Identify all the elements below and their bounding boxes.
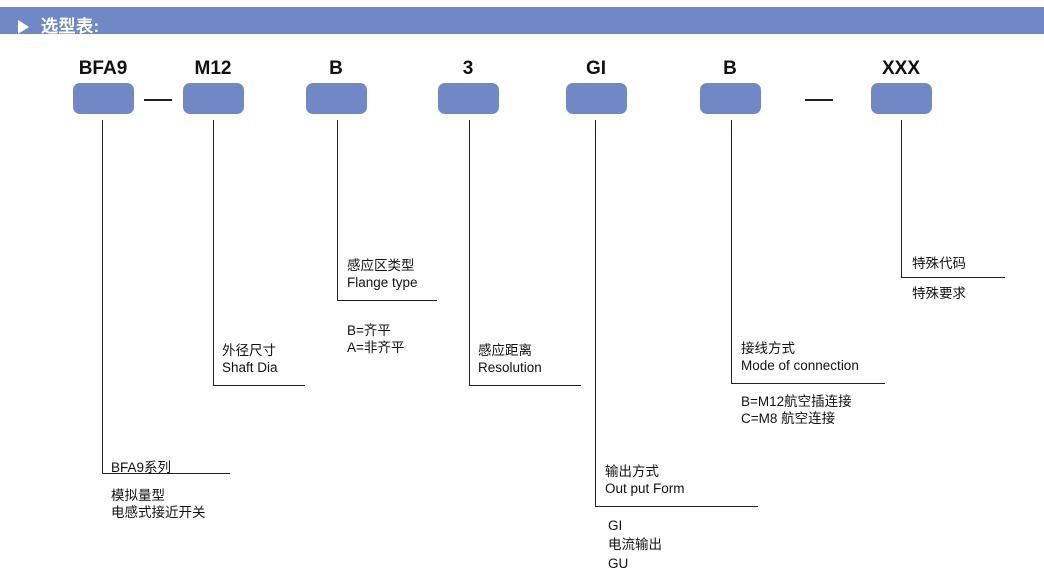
code-label-resolution: 3: [462, 58, 474, 79]
connection-mode-title-en: Mode of connection: [741, 358, 859, 373]
annotation-resolution: 感应距离 Resolution: [478, 342, 542, 376]
output-form-option-row: GI 电流输出: [608, 516, 697, 554]
code-box-connection-mode[interactable]: [700, 83, 761, 114]
code-label-connection-mode: B: [723, 58, 737, 79]
output-form-option-key: GU: [608, 556, 629, 571]
annotation-connection-mode-detail: B=M12航空插连接 C=M8 航空连接: [741, 393, 852, 427]
code-label-shaft-dia: M12: [194, 58, 232, 79]
flange-type-title-en: Flange type: [347, 275, 418, 290]
leader-line-series-horizontal: [102, 473, 230, 474]
connection-mode-title-cn: 接线方式: [741, 341, 795, 356]
section-header-bar: 选型表:: [0, 7, 1044, 36]
output-form-title-en: Out put Form: [605, 481, 685, 496]
annotation-output-form: 输出方式 Out put Form: [605, 463, 685, 497]
leader-line-special-code-vertical: [901, 120, 902, 277]
shaft-dia-title-cn: 外径尺寸: [222, 343, 276, 358]
leader-line-flange-type-horizontal: [337, 300, 437, 301]
annotation-series: BFA9系列: [111, 459, 171, 476]
annotation-flange-type: 感应区类型 Flange type: [347, 257, 418, 291]
flange-type-detail-line1: B=齐平: [347, 323, 391, 338]
leader-line-output-form-vertical: [595, 120, 596, 506]
connection-mode-detail-line2: C=M8 航空连接: [741, 411, 836, 426]
leader-line-series-vertical: [102, 120, 103, 473]
leader-line-resolution-horizontal: [469, 385, 581, 386]
leader-line-output-form-horizontal: [595, 506, 758, 507]
code-label-series: BFA9: [78, 58, 128, 79]
page-title: 选型表:: [41, 17, 100, 36]
flange-type-detail-line2: A=非齐平: [347, 340, 405, 355]
annotation-flange-type-detail: B=齐平 A=非齐平: [347, 322, 404, 356]
series-detail-line1: 模拟量型: [111, 488, 165, 503]
output-form-title-cn: 输出方式: [605, 464, 659, 479]
resolution-title-en: Resolution: [478, 360, 542, 375]
leader-line-connection-mode-vertical: [731, 120, 732, 383]
output-form-option-key: GI: [608, 518, 623, 533]
leader-line-connection-mode-horizontal: [731, 383, 885, 384]
annotation-series-detail: 模拟量型 电感式接近开关: [111, 487, 206, 521]
code-box-special-code[interactable]: [871, 83, 932, 114]
leader-line-shaft-dia-horizontal: [213, 385, 305, 386]
code-box-output-form[interactable]: [566, 83, 627, 114]
series-title-cn: BFA9系列: [111, 460, 172, 475]
series-detail-line2: 电感式接近开关: [111, 505, 206, 520]
leader-line-shaft-dia-vertical: [213, 120, 214, 385]
leader-line-flange-type-vertical: [337, 120, 338, 300]
separator-dash-2: [805, 99, 833, 101]
resolution-title-cn: 感应距离: [478, 343, 532, 358]
shaft-dia-title-en: Shaft Dia: [222, 360, 278, 375]
connection-mode-detail-line1: B=M12航空插连接: [741, 394, 852, 409]
code-box-flange-type[interactable]: [306, 83, 367, 114]
code-label-flange-type: B: [329, 58, 343, 79]
separator-dash-1: [144, 99, 172, 101]
annotation-special-code: 特殊代码: [912, 255, 966, 272]
triangle-right-icon: [18, 20, 29, 34]
annotation-shaft-dia: 外径尺寸 Shaft Dia: [222, 342, 278, 376]
code-label-special-code: XXX: [881, 58, 921, 79]
output-form-option-row: GU电压输出: [608, 554, 697, 575]
code-box-shaft-dia[interactable]: [183, 83, 244, 114]
code-box-series[interactable]: [73, 83, 134, 114]
annotation-special-code-detail: 特殊要求: [912, 285, 966, 302]
code-box-resolution[interactable]: [438, 83, 499, 114]
leader-line-resolution-vertical: [469, 120, 470, 385]
leader-line-special-code-horizontal: [901, 277, 1005, 278]
flange-type-title-cn: 感应区类型: [347, 258, 415, 273]
special-code-title-cn: 特殊代码: [912, 256, 966, 271]
annotation-connection-mode: 接线方式 Mode of connection: [741, 340, 859, 374]
output-form-option-value: 电流输出: [608, 537, 662, 552]
special-code-detail-line1: 特殊要求: [912, 286, 966, 301]
code-label-output-form: GI: [585, 58, 607, 79]
